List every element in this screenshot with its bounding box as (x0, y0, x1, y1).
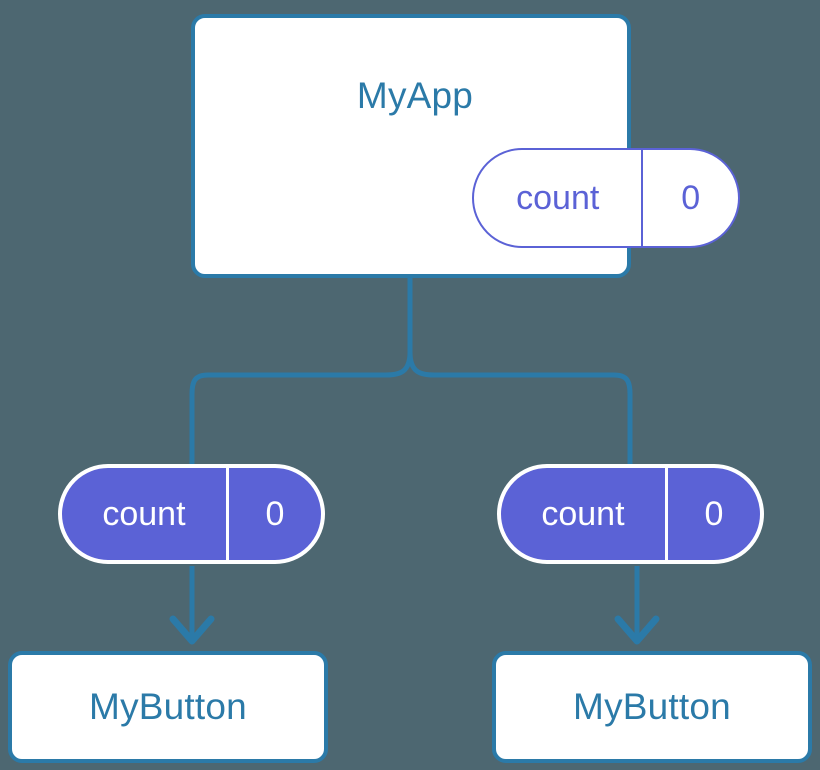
component-card-myapp[interactable]: MyApp count 0 (191, 14, 740, 278)
props-pill-left-key: count (62, 468, 229, 560)
props-pill-right[interactable]: count 0 (497, 464, 764, 564)
branch-right (407, 351, 633, 464)
component-card-mybutton-right[interactable]: MyButton (492, 651, 812, 763)
props-arrow-right-head (614, 615, 660, 645)
branch-left (189, 351, 413, 464)
state-pill-key: count (474, 150, 644, 246)
props-arrow-left-head (169, 615, 215, 645)
props-pill-left[interactable]: count 0 (58, 464, 325, 564)
props-pill-right-value: 0 (704, 494, 724, 533)
component-title-mybutton-left: MyButton (89, 686, 247, 727)
component-title-mybutton-right: MyButton (573, 686, 731, 727)
component-card-mybutton-left[interactable]: MyButton (8, 651, 328, 763)
props-pill-left-value: 0 (265, 494, 285, 533)
state-pill-value: 0 (681, 178, 701, 217)
props-pill-right-key: count (501, 468, 668, 560)
component-title-myapp: MyApp (356, 75, 474, 116)
state-pill-count[interactable]: count 0 (472, 148, 740, 248)
